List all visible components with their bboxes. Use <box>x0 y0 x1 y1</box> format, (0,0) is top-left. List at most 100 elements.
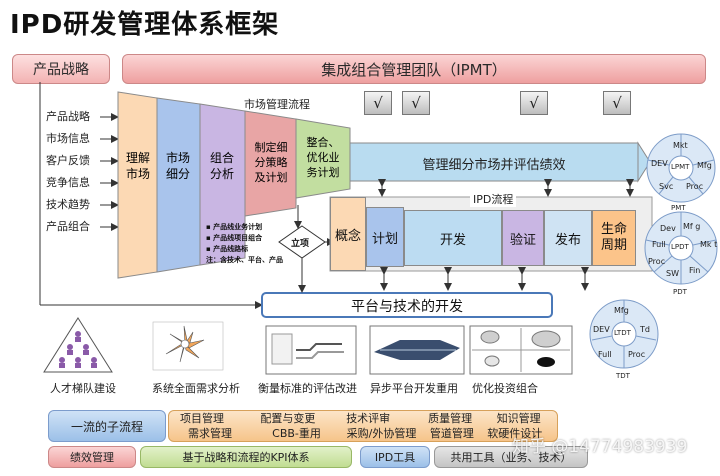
check-mark: √ <box>364 91 392 115</box>
pdt-item: Dev <box>660 224 676 233</box>
ipd-flow-label: IPD流程 <box>470 191 517 207</box>
perf-management: 绩效管理 <box>48 446 136 468</box>
ipmt-bar: 集成组合管理团队（IPMT） <box>122 54 706 84</box>
phase-release: 发布 <box>544 210 592 266</box>
caption-requirements: 系统全面需求分析 <box>152 382 240 395</box>
pmt-item: Mkt <box>673 141 688 150</box>
check-mark: √ <box>402 91 430 115</box>
check-mark: √ <box>603 91 631 115</box>
input-item: 竞争信息 <box>46 176 90 189</box>
platform-roadmap-icon <box>369 325 465 375</box>
portfolio-chart-icon <box>469 325 573 375</box>
tdt-caption: TDT <box>616 372 630 380</box>
tdt-circle <box>589 299 659 369</box>
portfolio-notes: ▪ 产品线业务计划 ▪ 产品线项目组合 ▪ 产品线路标 注：含技术、平台、产品 <box>206 222 283 266</box>
phase-plan: 计划 <box>366 207 404 267</box>
phase-lifecycle: 生命 周期 <box>592 210 636 266</box>
stage-portfolio-analysis: 组合 分析 <box>209 151 234 181</box>
caption-portfolio: 优化投资组合 <box>472 382 538 395</box>
subprocess-label-text: 一流的子流程 <box>70 419 143 434</box>
pdt-caption: PDT <box>673 288 687 296</box>
subprocess-item: CBB-重用 <box>272 427 321 440</box>
input-item: 技术趋势 <box>46 198 90 211</box>
platform-bar-shape <box>261 292 553 318</box>
note-item: ▪ 产品线业务计划 <box>206 223 263 231</box>
subprocess-item: 项目管理 <box>180 412 224 425</box>
subprocess-grid: 项目管理 配置与变更 技术评审 质量管理 知识管理 需求管理 CBB-重用 采购… <box>172 411 552 441</box>
kpi-system-text: 基于战略和流程的KPI体系 <box>182 451 310 464</box>
tdt-item: Full <box>598 350 612 359</box>
pdt-item: Full <box>652 240 666 249</box>
pmt-circle <box>646 133 716 203</box>
manage-bar-label: 管理细分市场并评估绩效 <box>422 158 566 173</box>
subprocess-row-2: 需求管理 CBB-重用 采购/外协管理 管道管理 软硬件设计 <box>172 426 552 441</box>
page-title: IPD研发管理体系框架 <box>10 10 280 40</box>
subprocess-label: 一流的子流程 <box>48 410 166 442</box>
subprocess-item: 需求管理 <box>188 427 232 440</box>
pdt-circle <box>644 211 718 285</box>
perf-management-text: 绩效管理 <box>70 451 114 464</box>
subprocess-item: 知识管理 <box>496 412 541 425</box>
subprocess-item: 配置与变更 <box>260 412 316 425</box>
funnel-stage-4 <box>244 110 297 217</box>
note-item: ▪ 产品线项目组合 <box>206 234 263 242</box>
pmt-center: LPMT <box>671 163 690 171</box>
tdt-item: DEV <box>593 325 610 334</box>
input-item: 产品战略 <box>46 110 90 123</box>
funnel-stage-5 <box>295 118 351 199</box>
subprocess-panel <box>168 410 558 442</box>
pdt-item: Mf g <box>683 222 701 231</box>
subprocess-item: 采购/外协管理 <box>346 427 417 440</box>
subprocess-item: 管道管理 <box>429 427 474 440</box>
strategy-box: 产品战略 <box>12 54 110 84</box>
caption-talent: 人才梯队建设 <box>50 382 116 395</box>
decision-label: 立项 <box>291 239 310 249</box>
check-mark: √ <box>520 91 548 115</box>
pmt-item: Proc <box>686 182 704 191</box>
subprocess-row-1: 项目管理 配置与变更 技术评审 质量管理 知识管理 <box>172 411 552 426</box>
note-item: ▪ 产品线路标 <box>206 245 249 253</box>
evaluation-chart-icon <box>265 325 357 375</box>
kpi-system: 基于战略和流程的KPI体系 <box>140 446 352 468</box>
pdt-item: Fin <box>689 266 701 275</box>
input-item: 市场信息 <box>46 132 90 145</box>
note-item: 注：含技术、平台、产品 <box>206 256 283 264</box>
stage-segment-market: 市场 细分 <box>165 151 190 181</box>
market-flow-label: 市场管理流程 <box>244 98 310 111</box>
pmt-item: DEV <box>651 159 668 168</box>
pmt-item: Mfg <box>697 161 712 170</box>
tdt-center: LTDT <box>614 329 631 337</box>
phase-develop: 开发 <box>404 210 502 266</box>
caption-platform: 异步平台开发重用 <box>370 382 458 395</box>
subprocess-item: 软硬件设计 <box>487 427 543 440</box>
pmt-caption: PMT <box>671 204 686 212</box>
talent-pyramid-icon <box>43 317 113 373</box>
pdt-item: Proc <box>648 257 666 266</box>
input-item: 客户反馈 <box>46 154 90 167</box>
platform-bar-label: 平台与技术的开发 <box>351 299 463 315</box>
phase-verify: 验证 <box>502 210 544 266</box>
stage-integrate-plan: 整合、 优化业 务计划 <box>306 136 340 179</box>
stage-understand-market: 理解 市场 <box>125 151 150 181</box>
input-item: 产品组合 <box>46 220 90 233</box>
phase-concept: 概念 <box>330 197 366 271</box>
tdt-item: Mfg <box>614 306 629 315</box>
ipd-tools-text: IPD工具 <box>374 451 416 464</box>
subprocess-item: 技术评审 <box>346 412 391 425</box>
pdt-center: LPDT <box>671 243 689 251</box>
watermark: 知乎 @14774983939 <box>512 437 688 457</box>
funnel-stage-3 <box>199 103 246 266</box>
shared-tools-text: 共用工具（业务、技术） <box>450 451 572 464</box>
input-list: 产品战略 市场信息 客户反馈 竞争信息 技术趋势 产品组合 <box>46 106 90 238</box>
tdt-item: Td <box>640 325 650 334</box>
tdt-item: Proc <box>628 350 646 359</box>
requirements-star-icon <box>152 321 224 371</box>
shared-tools: 共用工具（业务、技术） <box>434 446 588 468</box>
pdt-item: SW <box>666 269 679 278</box>
pdt-item: Mk t <box>700 240 718 249</box>
stage-segment-strategy: 制定细 分策略 及计划 <box>254 141 288 184</box>
ipd-tools: IPD工具 <box>360 446 430 468</box>
subprocess-item: 质量管理 <box>428 412 473 425</box>
